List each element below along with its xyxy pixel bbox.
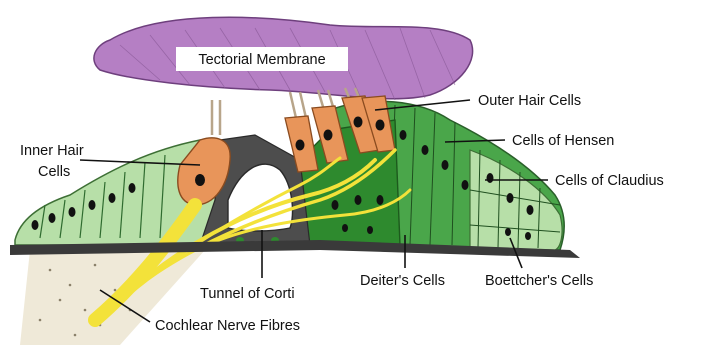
deiters-cells-label: Deiter's Cells (360, 273, 445, 289)
inner-hair-cell-nucleus (195, 174, 205, 186)
outer-hair-cell-nucleus (296, 140, 305, 151)
outer-hair-cell-nucleus (324, 130, 333, 141)
inner-hair-cells-label-line1: Inner Hair (20, 143, 84, 159)
tectorial-membrane-label: Tectorial Membrane (198, 52, 325, 68)
outer-hair-cells-label: Outer Hair Cells (478, 93, 581, 109)
cells-of-hensen-label: Cells of Hensen (512, 133, 614, 149)
outer-hair-cell-nucleus (376, 120, 385, 131)
boettchers-cells-label: Boettcher's Cells (485, 273, 593, 289)
outer-hair-cell-nucleus (354, 117, 363, 128)
cells-of-claudius-label: Cells of Claudius (555, 173, 664, 189)
tunnel-of-corti-label: Tunnel of Corti (200, 286, 295, 302)
cochlear-nerve-fibres-label: Cochlear Nerve Fibres (155, 318, 300, 334)
inner-hair-cells-label-line2: Cells (38, 164, 70, 180)
